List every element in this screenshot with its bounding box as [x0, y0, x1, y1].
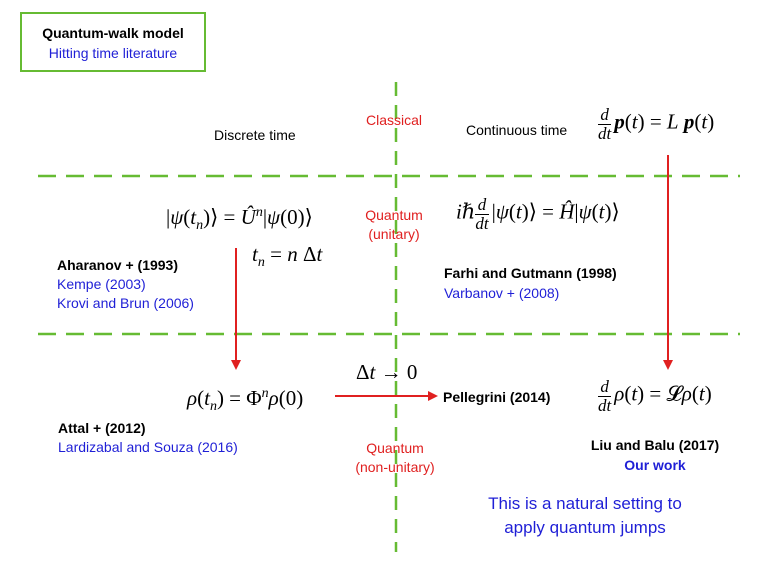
- label-our-work: Our work: [624, 457, 686, 473]
- ref-pellegrini: Pellegrini (2014): [443, 389, 551, 405]
- label-quantum-unitary: Quantum (unitary): [365, 207, 423, 242]
- ref-farhi: Farhi and Gutmann (1998): [444, 265, 617, 281]
- ref-aharanov: Aharanov + (1993): [57, 257, 178, 273]
- ref-attal: Attal + (2012): [58, 420, 146, 436]
- label-classical: Classical: [366, 112, 423, 128]
- ref-krovi: Krovi and Brun (2006): [57, 295, 194, 311]
- ref-kempe: Kempe (2003): [57, 276, 146, 292]
- label-continuous-time: Continuous time: [466, 122, 568, 138]
- label-quantum-nonunitary: Quantum (non-unitary): [355, 440, 435, 475]
- equation-limit: Δt → 0: [356, 360, 418, 384]
- legend-title: Quantum-walk model: [42, 25, 184, 41]
- equation-discrete-nonunitary: ρ(tn) = Φnρ(0): [187, 386, 304, 415]
- ref-liu: Liu and Balu (2017): [590, 437, 720, 453]
- label-discrete-time: Discrete time: [214, 127, 296, 143]
- ref-lardizabal: Lardizabal and Souza (2016): [58, 439, 238, 455]
- ref-varbanov: Varbanov + (2008): [444, 285, 560, 301]
- equation-discrete-unitary: |ψ(tn)⟩ = Ûn|ψ(0)⟩: [166, 205, 313, 234]
- footer-note: This is a natural setting to apply quant…: [488, 494, 682, 537]
- equation-time-step: tn = n Δt: [252, 242, 323, 271]
- legend-subtitle: Hitting time literature: [48, 45, 178, 61]
- legend-box: Quantum-walk model Hitting time literatu…: [20, 12, 206, 72]
